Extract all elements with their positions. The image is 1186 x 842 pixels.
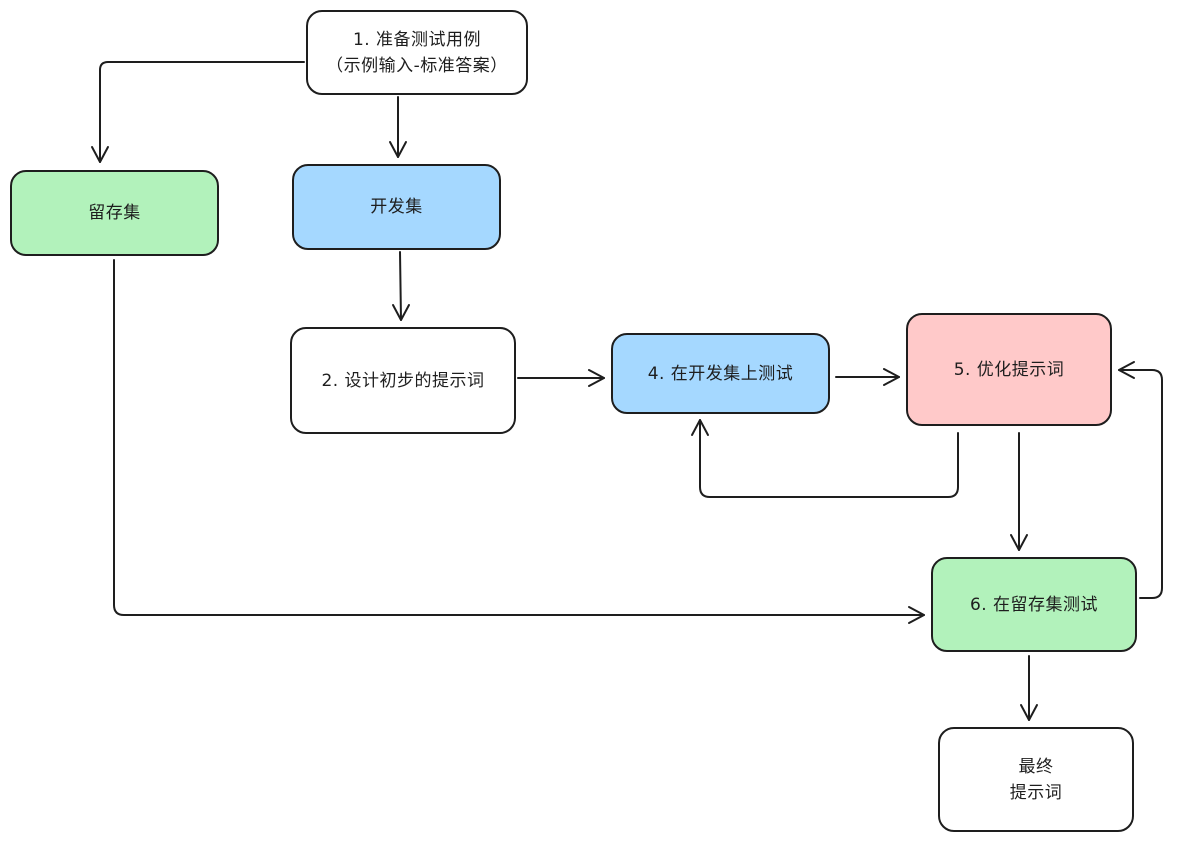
arrowhead-design: [392, 304, 410, 321]
node-dev-set[interactable]: 开发集: [292, 164, 501, 250]
node-final-prompt[interactable]: 最终 提示词: [938, 727, 1134, 832]
node-test-on-holdout[interactable]: 6. 在留存集测试: [931, 557, 1137, 652]
node-testdev-label: 4. 在开发集上测试: [647, 363, 794, 384]
arrowhead-testhold-left: [908, 606, 925, 624]
node-final-line1: 最终: [1018, 756, 1054, 777]
node-design-label: 2. 设计初步的提示词: [321, 370, 485, 391]
node-optimize-prompt[interactable]: 5. 优化提示词: [906, 313, 1112, 426]
arrowhead-dev: [389, 141, 407, 158]
node-prepare-test-cases[interactable]: 1. 准备测试用例 （示例输入-标准答案）: [306, 10, 528, 95]
node-final-line2: 提示词: [1009, 782, 1063, 803]
node-test-on-dev[interactable]: 4. 在开发集上测试: [611, 333, 830, 414]
arrowhead-final: [1020, 704, 1038, 721]
arrowhead-testhold: [1010, 534, 1028, 551]
arrowhead-testdev-loop: [691, 419, 709, 436]
node-design-prompt[interactable]: 2. 设计初步的提示词: [290, 327, 516, 434]
edge-testhold-loop-to-optimize: [1118, 369, 1163, 599]
node-prepare-line1: 1. 准备测试用例: [352, 29, 482, 50]
node-prepare-line2: （示例输入-标准答案）: [326, 55, 508, 76]
arrowhead-holdout: [91, 146, 109, 163]
node-optimize-label: 5. 优化提示词: [953, 359, 1065, 380]
node-dev-label: 开发集: [370, 197, 423, 217]
node-holdout-label: 留存集: [88, 203, 141, 223]
edge-dev-to-design: [399, 251, 402, 321]
node-testhold-label: 6. 在留存集测试: [969, 594, 1099, 615]
edge-holdout-to-testhold: [113, 259, 925, 616]
edge-prepare-to-holdout: [99, 61, 305, 163]
edge-optimize-loop-to-testdev: [699, 419, 959, 498]
node-holdout-set[interactable]: 留存集: [10, 170, 219, 256]
arrowhead-optimize-loop: [1118, 361, 1135, 379]
arrowhead-optimize: [883, 368, 900, 386]
arrowhead-testdev: [588, 369, 605, 387]
